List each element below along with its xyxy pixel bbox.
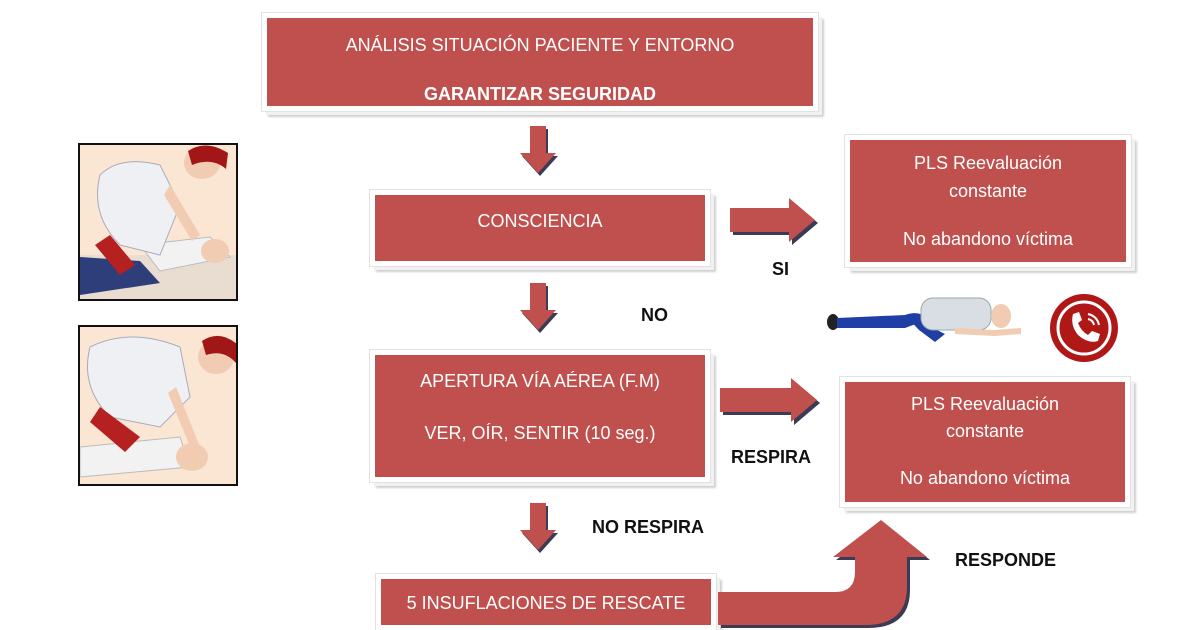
recovery-position-figure [827, 297, 1021, 342]
label-no-respira: NO RESPIRA [592, 517, 705, 537]
curved-arrow-responde [718, 520, 930, 628]
emergency-phone-icon [1050, 294, 1118, 362]
label-no: NO [641, 305, 668, 325]
label-responde: RESPONDE [955, 550, 1057, 570]
pls-bottom-box: PLS Reevaluación constante No abandono v… [839, 376, 1131, 508]
apertura-line1: APERTURA VÍA AÉREA (F.M) [420, 371, 660, 391]
pls-top-box: PLS Reevaluación constante No abandono v… [844, 134, 1132, 268]
pls-bottom-line3: No abandono víctima [899, 468, 1071, 488]
pls-bottom-line2: constante [945, 421, 1025, 441]
down-arrow-3 [520, 503, 558, 553]
pls-top-line2: constante [948, 181, 1028, 201]
right-arrow-respira [720, 378, 820, 425]
label-si: SI [772, 259, 790, 279]
rescuer-illustration-1 [80, 145, 236, 299]
pls-top-line3: No abandono víctima [902, 229, 1074, 249]
analisis-subtitle: GARANTIZAR SEGURIDAD [424, 84, 656, 104]
consciencia-label: CONSCIENCIA [477, 211, 603, 231]
rescuer-illustration-2 [80, 327, 236, 484]
apertura-box: APERTURA VÍA AÉREA (F.M) VER, OÍR, SENTI… [369, 349, 711, 483]
pls-bottom-line1: PLS Reevaluación [910, 394, 1060, 414]
insuflaciones-box: 5 INSUFLACIONES DE RESCATE [375, 573, 717, 630]
right-arrow-si [730, 198, 818, 245]
analisis-box: ANÁLISIS SITUACIÓN PACIENTE Y ENTORNO GA… [261, 12, 819, 112]
consciencia-box: CONSCIENCIA [369, 189, 711, 267]
analisis-title: ANÁLISIS SITUACIÓN PACIENTE Y ENTORNO [345, 35, 735, 55]
person-checking-consciousness-illustration [78, 143, 238, 301]
insuflaciones-label: 5 INSUFLACIONES DE RESCATE [406, 593, 686, 613]
label-respira: RESPIRA [731, 447, 812, 467]
down-arrow-2 [520, 283, 558, 333]
down-arrow-1 [520, 126, 558, 176]
apertura-line2: VER, OÍR, SENTIR (10 seg.) [424, 423, 656, 443]
pls-top-line1: PLS Reevaluación [913, 153, 1063, 173]
airway-opening-illustration [78, 325, 238, 486]
